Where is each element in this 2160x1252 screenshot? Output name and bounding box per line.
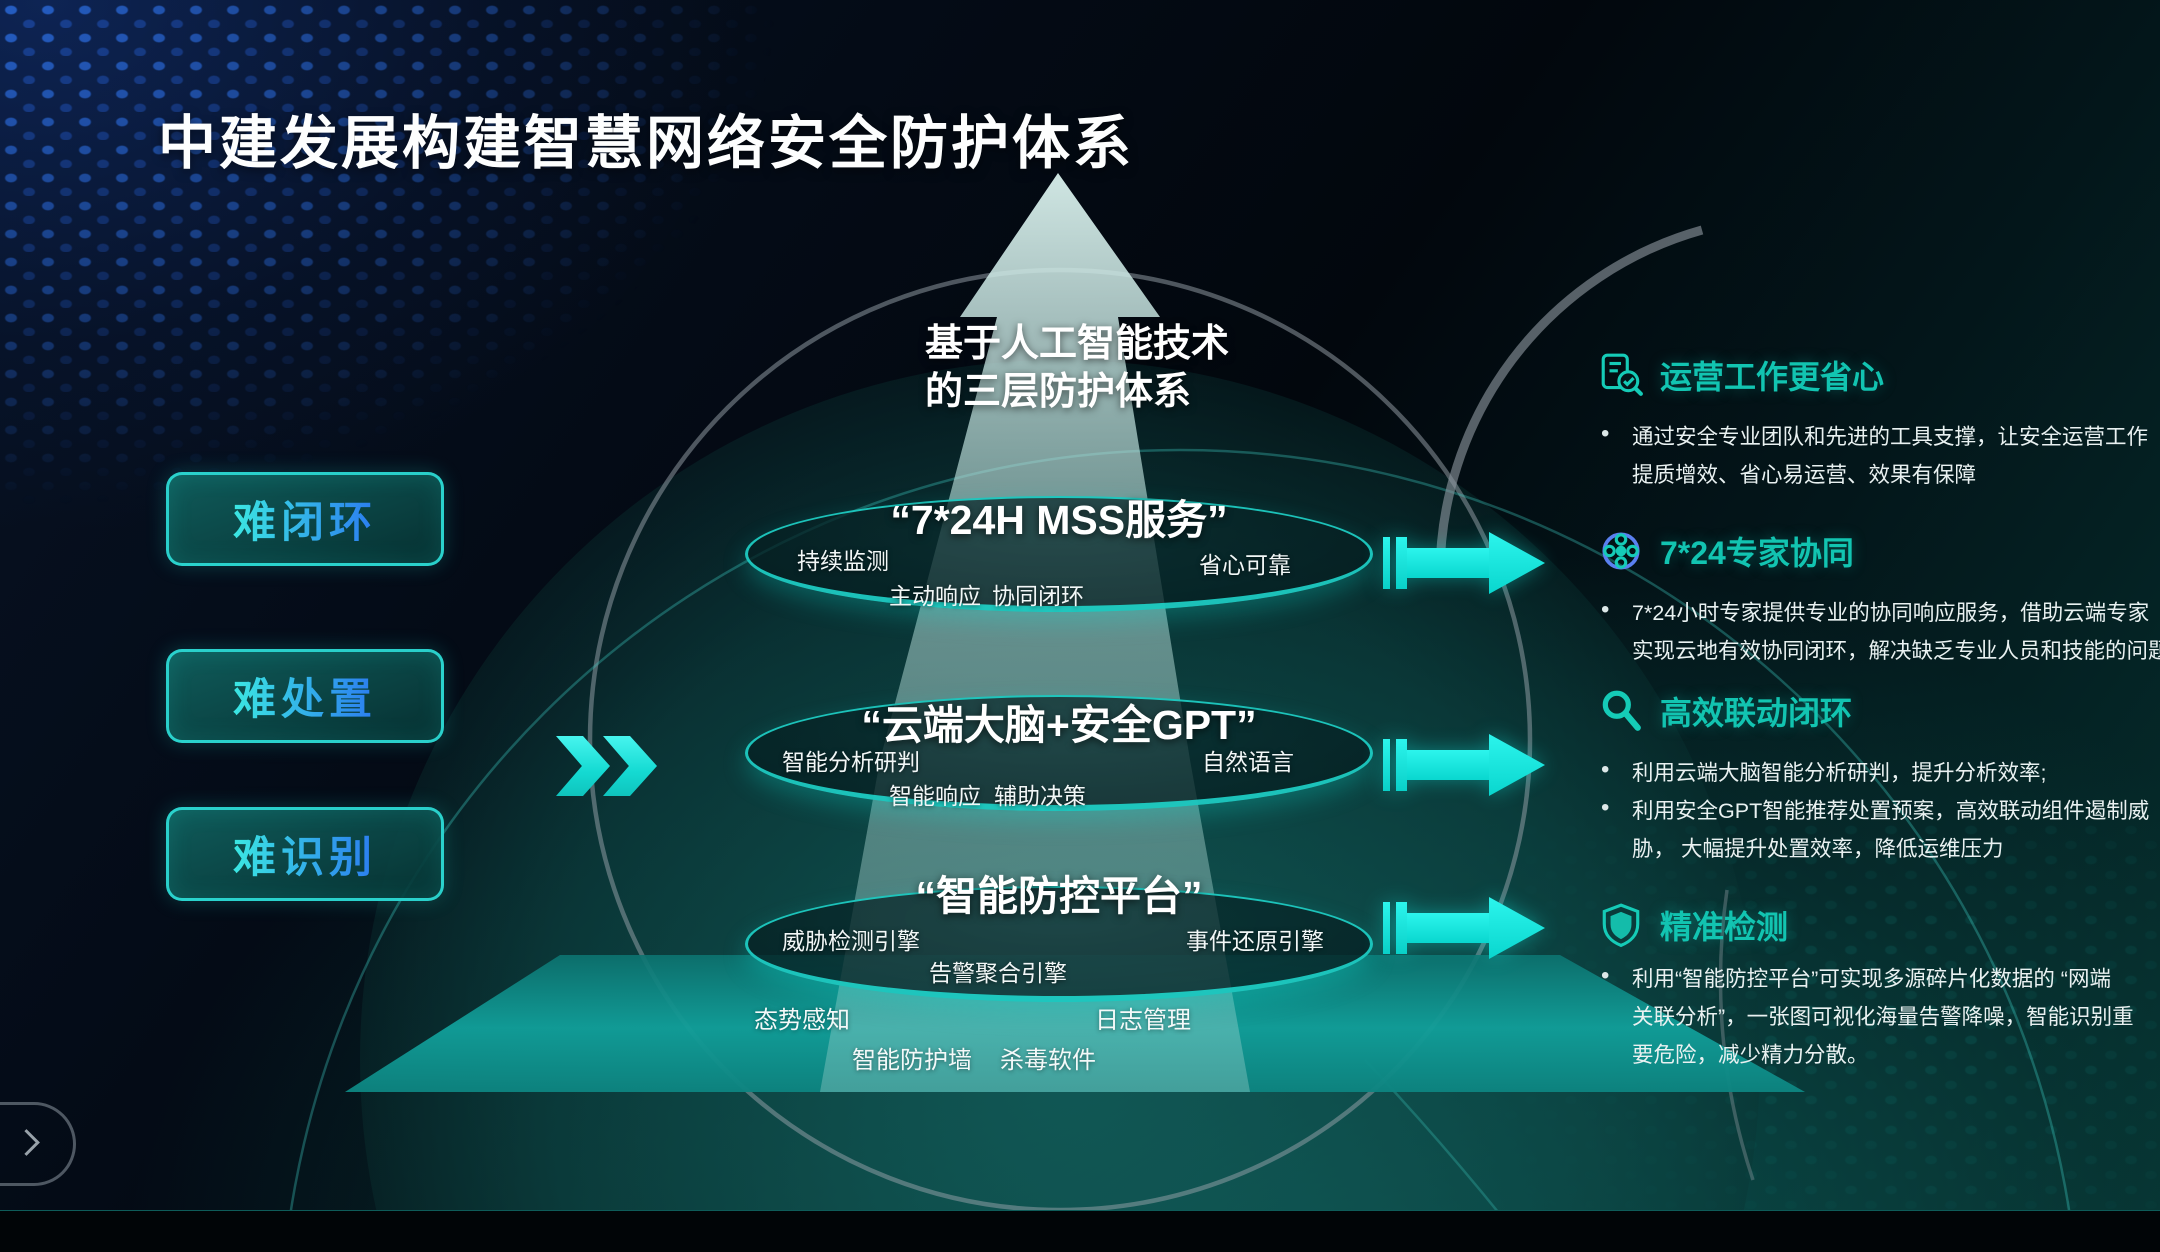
benefit-heading: 精准检测 [1660, 909, 1789, 945]
layer-label: 辅助决策 [994, 783, 1086, 809]
base-item: 智能防护墙 [852, 1047, 972, 1074]
base-item: 日志管理 [1095, 1007, 1191, 1034]
pyramid-header-line2: 的三层防护体系 [925, 371, 1192, 413]
layer-label: 智能分析研判 [782, 749, 920, 775]
bottom-strip [0, 1210, 2160, 1252]
benefit-efficient-linkage: 高效联动闭环 利用云端大脑智能分析研判，提升分析效率; 利用安全GPT智能推荐处… [1598, 688, 2158, 868]
benefit-heading: 高效联动闭环 [1660, 695, 1853, 731]
benefit-heading: 运营工作更省心 [1660, 359, 1885, 395]
layer-label: 主动响应 [889, 583, 981, 609]
doc-audit-check-icon [1601, 353, 1643, 396]
layer-title: “7*24H MSS服务” [890, 497, 1228, 543]
layer-label: 事件还原引擎 [1186, 928, 1324, 954]
pyramid-header-line1: 基于人工智能技术 [925, 323, 1230, 365]
pain-point-label: 难识别 [233, 823, 377, 885]
pain-point-label: 难闭环 [233, 488, 377, 550]
flow-arrow-icon [1383, 734, 1545, 796]
layer-label: 省心可靠 [1199, 552, 1291, 578]
base-item: 杀毒软件 [1000, 1047, 1096, 1074]
pain-point-hard-to-identify: 难识别 [166, 807, 444, 901]
flow-arrow-icon [1383, 532, 1545, 594]
magnifier-icon [1602, 690, 1641, 731]
benefit-bullet: 利用安全GPT智能推荐处置预案，高效联动组件遏制威 胁， 大幅提升处置效率，降低… [1598, 792, 2158, 868]
benefit-precise-detection: 精准检测 利用“智能防控平台”可实现多源碎片化数据的 “网端 关联分析”，一张图… [1598, 902, 2158, 1074]
pain-point-hard-to-close-loop: 难闭环 [166, 472, 444, 566]
pyramid-header: 基于人工智能技术 的三层防护体系 [925, 320, 1229, 416]
benefit-heading: 7*24专家协同 [1660, 535, 1854, 571]
layer-label: 告警聚合引擎 [929, 960, 1067, 986]
benefit-bullet: 7*24小时专家提供专业的协同响应服务，借助云端专家 实现云地有效协同闭环，解决… [1598, 594, 2160, 670]
benefit-bullet: 利用“智能防控平台”可实现多源碎片化数据的 “网端 关联分析”，一张图可视化海量… [1598, 960, 2158, 1074]
layer-label: 协同闭环 [992, 583, 1084, 609]
pain-point-label: 难处置 [233, 665, 377, 727]
right-swoosh-arc [1435, 225, 1704, 579]
layer-title: “云端大脑+安全GPT” [861, 702, 1257, 748]
teal-thin-arc [284, 449, 2076, 1252]
layer-label: 自然语言 [1202, 749, 1294, 775]
page-title: 中建发展构建智慧网络安全防护体系 [158, 111, 1135, 176]
layer-label: 威胁检测引擎 [782, 928, 920, 954]
layer-cloud-brain-gpt: “云端大脑+安全GPT” 智能分析研判 智能响应 辅助决策 自然语言 [745, 695, 1373, 811]
chevron-right-icon [13, 1129, 40, 1156]
layer-intelligent-platform: “智能防控平台” 威胁检测引擎 告警聚合引擎 事件还原引擎 [745, 873, 1373, 1002]
flow-arrow-icon [1383, 897, 1545, 959]
next-slide-button[interactable] [0, 1102, 76, 1186]
benefit-bullet: 利用云端大脑智能分析研判，提升分析效率; [1598, 754, 2158, 792]
benefit-operations: 运营工作更省心 通过安全专业团队和先进的工具支撑，让安全运营工作 提质增效、省心… [1598, 352, 2158, 494]
base-item: 态势感知 [754, 1007, 850, 1034]
shield-icon [1602, 903, 1640, 948]
benefit-bullet: 通过安全专业团队和先进的工具支撑，让安全运营工作 提质增效、省心易运营、效果有保… [1598, 418, 2158, 494]
layer-label: 持续监测 [797, 548, 889, 574]
layer-label: 智能响应 [889, 783, 981, 809]
expert-wheel-icon [1602, 532, 1640, 570]
layer-mss-service: “7*24H MSS服务” 持续监测 主动响应 协同闭环 省心可靠 [745, 496, 1373, 612]
benefit-expert-collaboration: 7*24专家协同 7*24小时专家提供专业的协同响应服务，借助云端专家 实现云地… [1598, 528, 2160, 670]
pain-point-hard-to-handle: 难处置 [166, 649, 444, 743]
layer-title: “智能防控平台” [915, 873, 1203, 919]
